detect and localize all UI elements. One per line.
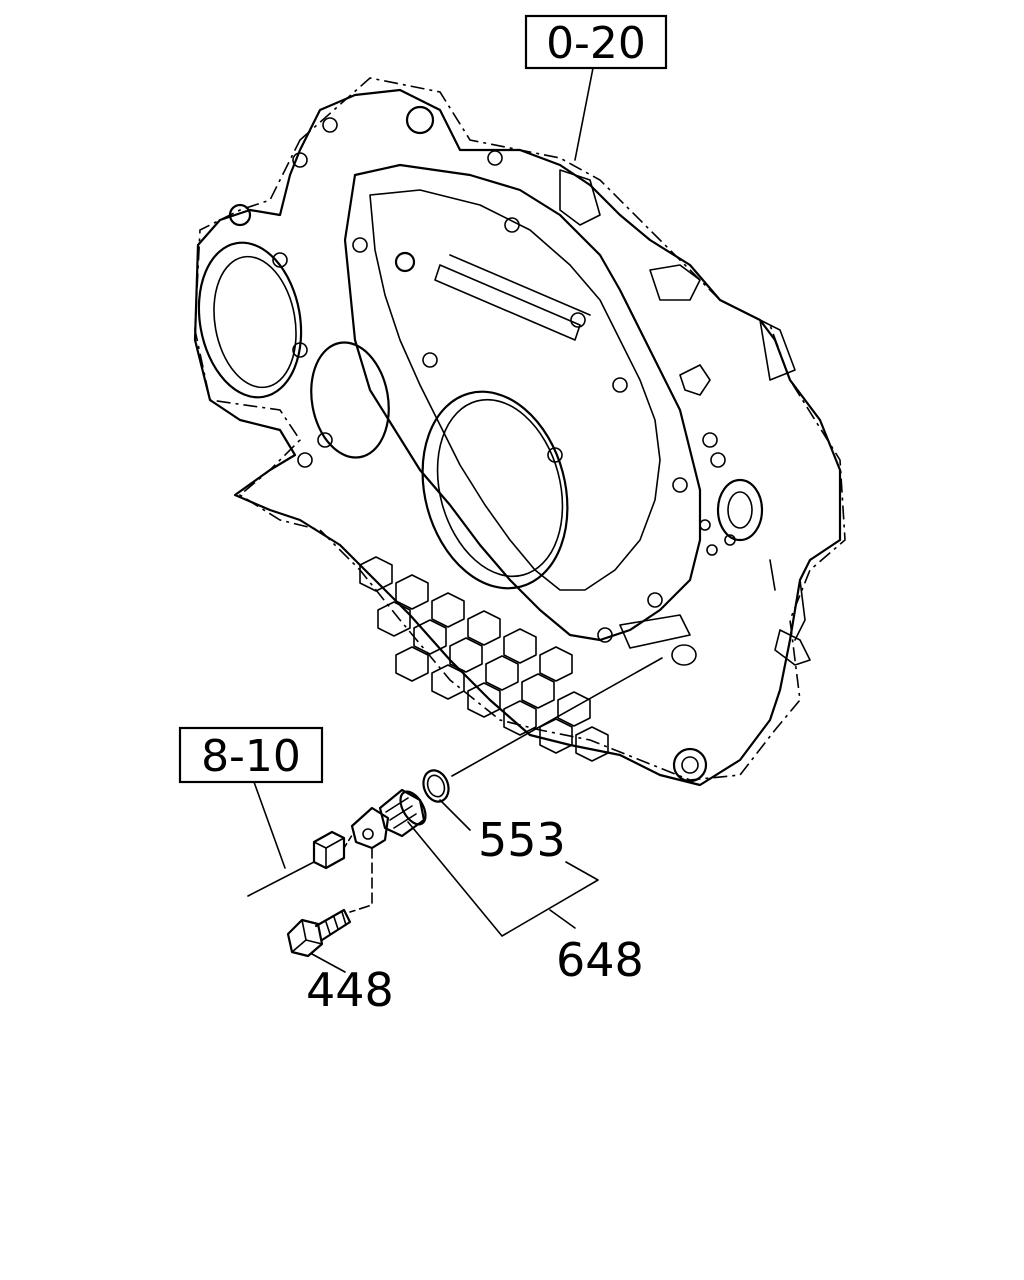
crank-sensor[interactable]	[312, 787, 431, 870]
leader-sensor-tick	[549, 909, 576, 929]
leader-oring	[439, 799, 471, 831]
leader-upper	[574, 67, 594, 161]
callout-oring: 553	[478, 813, 566, 867]
sensor-bolt[interactable]	[286, 908, 352, 958]
leader-bolt	[311, 953, 346, 973]
connector-link	[343, 831, 355, 849]
callout-sensor: 648	[556, 933, 644, 987]
ref-label-lower: 8-10	[201, 731, 301, 782]
bolt-alignment-line	[349, 847, 373, 913]
ref-box-upper[interactable]: 0-20	[524, 14, 668, 70]
flywheel-housing	[193, 77, 846, 787]
o-ring[interactable]	[419, 767, 452, 805]
assembly-line-oring	[451, 657, 663, 777]
callout-bolt: 448	[306, 963, 394, 1017]
honeycomb-ribbing	[359, 556, 609, 762]
harness-line	[247, 861, 315, 897]
leader-sensor	[407, 821, 599, 937]
ref-box-lower[interactable]: 8-10	[178, 726, 324, 784]
ref-label-upper: 0-20	[546, 18, 646, 69]
leader-lower	[253, 781, 286, 869]
